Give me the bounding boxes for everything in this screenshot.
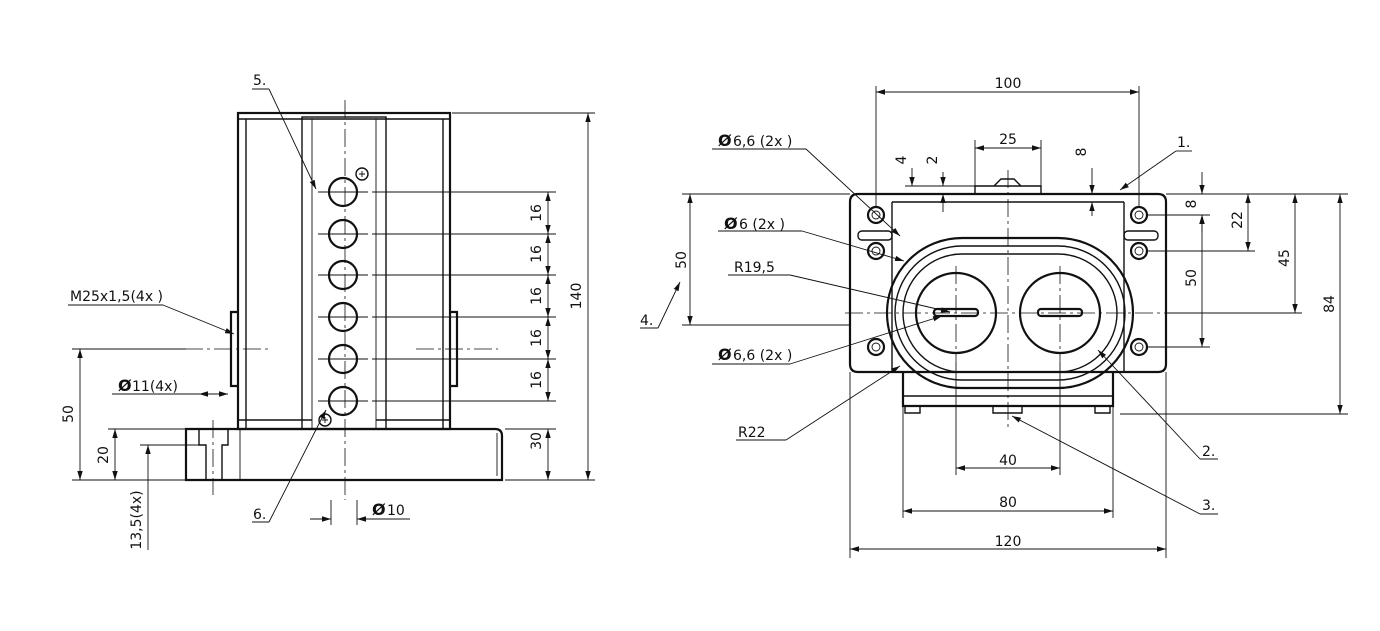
hole-bottom-left: [866, 337, 886, 357]
callout-6: 6.: [253, 507, 266, 523]
callout-2: 2.: [1202, 444, 1215, 460]
callout-5: 5.: [253, 73, 266, 89]
label-hole-bottom: 6,6 (2x ): [733, 348, 792, 364]
hole-top-right: [1129, 205, 1149, 225]
hole-bottom-right: [1129, 337, 1149, 357]
dim-small-4: 4: [894, 155, 910, 164]
dim-pitch-4: 16: [529, 329, 545, 347]
dim-hole-depth: 20: [96, 446, 112, 464]
dim-top-width: 25: [999, 132, 1017, 148]
callout-1: 1.: [1177, 135, 1190, 151]
dim-bore-diameter-symbol: Ø: [118, 376, 132, 395]
label-r22: R22: [738, 425, 766, 441]
dim-overall-width: 100: [995, 76, 1022, 92]
label-hole-mid: 6 (2x ): [739, 217, 785, 233]
label-thread: M25x1,5(4x ): [70, 289, 163, 305]
dim-50-right: 50: [1184, 269, 1200, 287]
label-r195: R19,5: [734, 260, 775, 276]
dim-total-height: 140: [569, 283, 585, 310]
dim-base-height: 30: [529, 432, 545, 450]
front-mounting-holes: [857, 205, 1159, 357]
side-base-plate: [184, 427, 504, 482]
dim-shaft-diameter: 10: [387, 503, 405, 519]
dim-45: 45: [1277, 249, 1293, 267]
dim-shaft-diameter-symbol: Ø: [372, 500, 386, 519]
hole-mid-right: [1129, 241, 1149, 261]
side-center-column: [301, 116, 387, 430]
dim-pitch-5: 16: [529, 371, 545, 389]
hole-top-left: [866, 205, 886, 225]
callout-4: 4.: [640, 313, 653, 329]
dim-84: 84: [1322, 295, 1338, 313]
front-boss-outer: [885, 236, 1135, 390]
hole-mid-left: [866, 241, 886, 261]
dim-40: 40: [999, 453, 1017, 469]
dim-thread-height: 50: [61, 405, 77, 423]
callout-3: 3.: [1202, 498, 1215, 514]
label-hole-mid-symbol: Ø: [724, 214, 738, 233]
dim-bore-diameter: 11(4x): [132, 379, 178, 395]
dim-pitch-1: 16: [529, 204, 545, 222]
label-hole-bottom-symbol: Ø: [718, 345, 732, 364]
dim-small-8-right: 8: [1184, 200, 1200, 209]
dim-pitch-2: 16: [529, 245, 545, 263]
dim-50-left: 50: [674, 251, 690, 269]
dim-80: 80: [999, 495, 1017, 511]
dim-counterbore: 13,5(4x): [129, 490, 145, 549]
side-housing-body: [236, 111, 452, 431]
dim-120: 120: [995, 534, 1022, 550]
front-flange-plate: [848, 192, 1168, 374]
front-view: 100 25 120 80 40 50 84 45 50 22 8 4 2 8 …: [640, 76, 1348, 558]
label-hole-top-symbol: Ø: [718, 131, 732, 150]
side-counterbore-hole: [198, 429, 229, 480]
dim-pitch-3: 16: [529, 287, 545, 305]
dim-small-2: 2: [925, 156, 941, 165]
label-hole-top: 6,6 (2x ): [733, 134, 792, 150]
dim-small-8-top: 8: [1074, 148, 1090, 157]
side-view: 16 16 16 16 16 30 140 50 20 13,5(4x) Ø 1…: [61, 73, 595, 550]
side-led-column: [318, 167, 369, 427]
dim-22: 22: [1230, 211, 1246, 229]
